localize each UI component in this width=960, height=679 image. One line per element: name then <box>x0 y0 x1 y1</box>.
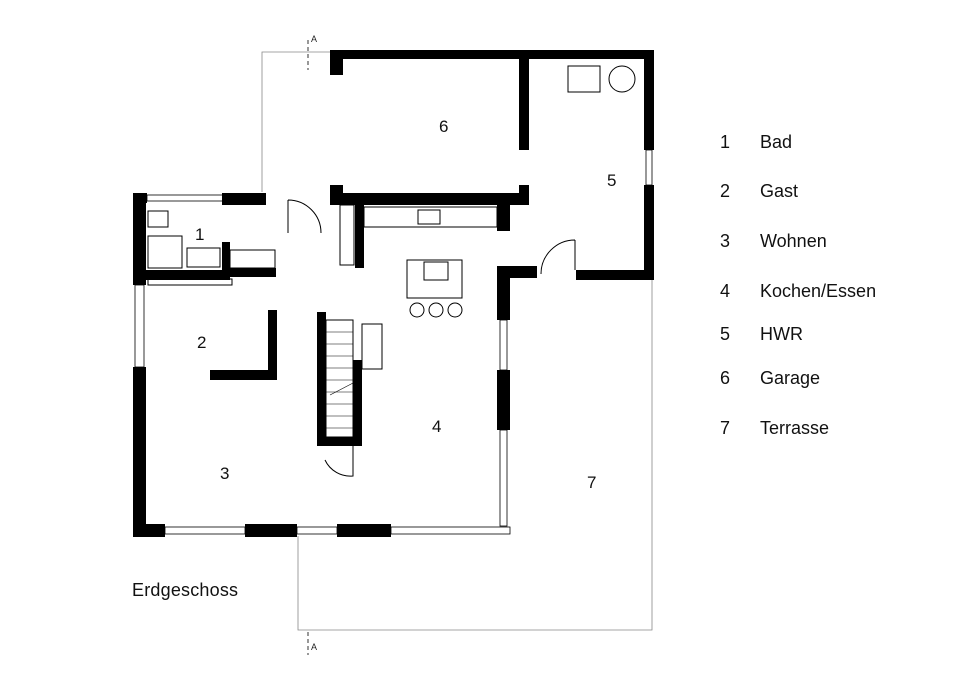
house-wall-bottom-mid2 <box>337 524 391 537</box>
legend-label: Terrasse <box>760 418 830 438</box>
section-label-top: A <box>311 34 317 44</box>
legend-item-gast: 2 Gast <box>720 181 940 205</box>
bath-window <box>146 194 224 202</box>
house-wall-right-stub <box>497 266 537 278</box>
living-window-1 <box>164 526 246 535</box>
entry-door <box>287 199 322 234</box>
house-wall-bottom-left <box>133 524 165 537</box>
dryer <box>608 65 636 93</box>
stool-1 <box>409 302 425 318</box>
kitchen-island <box>406 259 463 299</box>
living-window-2 <box>296 526 338 535</box>
legend-number: 2 <box>720 181 731 201</box>
legend-item-hwr: 5 HWR <box>720 324 940 348</box>
stair-arrow <box>329 381 356 396</box>
carport-outline <box>261 51 334 192</box>
legend-item-wohnen: 3 Wohnen <box>720 231 940 255</box>
legend-label: HWR <box>760 324 803 344</box>
guest-wardrobe <box>147 278 233 286</box>
stair-landing <box>361 323 383 370</box>
stool-2 <box>428 302 444 318</box>
legend-item-garage: 6 Garage <box>720 368 940 392</box>
hwr-wall-right-lower <box>644 185 654 280</box>
legend-label: Wohnen <box>760 231 827 251</box>
plan-title: Erdgeschoss <box>132 580 239 600</box>
bath-counter <box>229 249 276 269</box>
legend-number: 1 <box>720 132 731 152</box>
stair-run <box>325 319 354 438</box>
legend-number: 4 <box>720 281 731 301</box>
kitchen-sink <box>417 209 441 225</box>
guest-wall-bottom <box>210 370 277 380</box>
guest-wall-right <box>222 268 276 277</box>
bath-wall-right <box>222 242 230 280</box>
legend-item-bad: 1 Bad <box>720 132 940 156</box>
house-wall-right-mid <box>497 370 510 430</box>
washing-machine <box>567 65 601 93</box>
kitchen-wall-top-right <box>497 193 510 231</box>
corridor-wall <box>355 200 364 268</box>
stair-wall-right <box>353 360 362 446</box>
garage-wall-top <box>330 50 654 59</box>
garage-wall-left-lower <box>330 185 343 205</box>
hwr-window <box>645 149 653 186</box>
cooktop <box>423 261 449 281</box>
terrace-outline <box>297 275 653 631</box>
garage-hwr-stub <box>519 185 529 205</box>
kitchen-window-bottom <box>390 526 511 535</box>
legend-number: 3 <box>720 231 731 251</box>
cabinet <box>339 204 355 266</box>
room-number-wohnen: 3 <box>220 464 229 483</box>
room-number-hwr: 5 <box>607 171 616 190</box>
stair-wall-left <box>317 312 326 446</box>
guest-wall-vertical <box>268 310 277 380</box>
house-wall-top-mid <box>222 193 266 205</box>
room-number-bad: 1 <box>195 225 204 244</box>
house-wall-bottom-mid1 <box>245 524 297 537</box>
room-number-gast: 2 <box>197 333 206 352</box>
kitchen-counter <box>363 206 498 228</box>
shower <box>147 235 183 269</box>
legend-item-terrasse: 7 Terrasse <box>720 418 940 442</box>
garage-wall-left <box>330 50 343 75</box>
house-wall-left-lower <box>133 367 146 537</box>
hwr-door <box>540 239 576 275</box>
legend-label: Gast <box>760 181 799 201</box>
section-label-bottom: A <box>311 642 317 652</box>
stool-3 <box>447 302 463 318</box>
legend-number: 7 <box>720 418 731 438</box>
terrace-door <box>499 429 508 527</box>
guest-window <box>134 284 145 368</box>
legend-label: Kochen/Essen <box>760 281 877 301</box>
bath-wall-bottom <box>133 270 223 280</box>
hwr-wall-right-upper <box>644 50 654 150</box>
room-number-garage: 6 <box>439 117 448 136</box>
stair-wall-bottom <box>317 437 362 446</box>
room-number-kochen-essen: 4 <box>432 417 441 436</box>
bath-sink <box>186 247 221 268</box>
garage-wall-bottom <box>330 193 528 205</box>
house-wall-right-upper <box>497 266 510 320</box>
garage-hwr-divider <box>519 50 529 150</box>
legend-label: Bad <box>760 132 793 152</box>
legend-number: 6 <box>720 368 731 388</box>
kitchen-window-right <box>499 319 508 371</box>
legend-label: Garage <box>760 368 821 388</box>
legend-item-kochen-essen: 4 Kochen/Essen <box>720 281 940 305</box>
legend-number: 5 <box>720 324 731 344</box>
wc <box>147 210 169 228</box>
hwr-wall-bottom <box>576 270 654 280</box>
stair-swing <box>324 446 354 477</box>
room-number-terrasse: 7 <box>587 473 596 492</box>
house-wall-left-upper <box>133 193 146 285</box>
